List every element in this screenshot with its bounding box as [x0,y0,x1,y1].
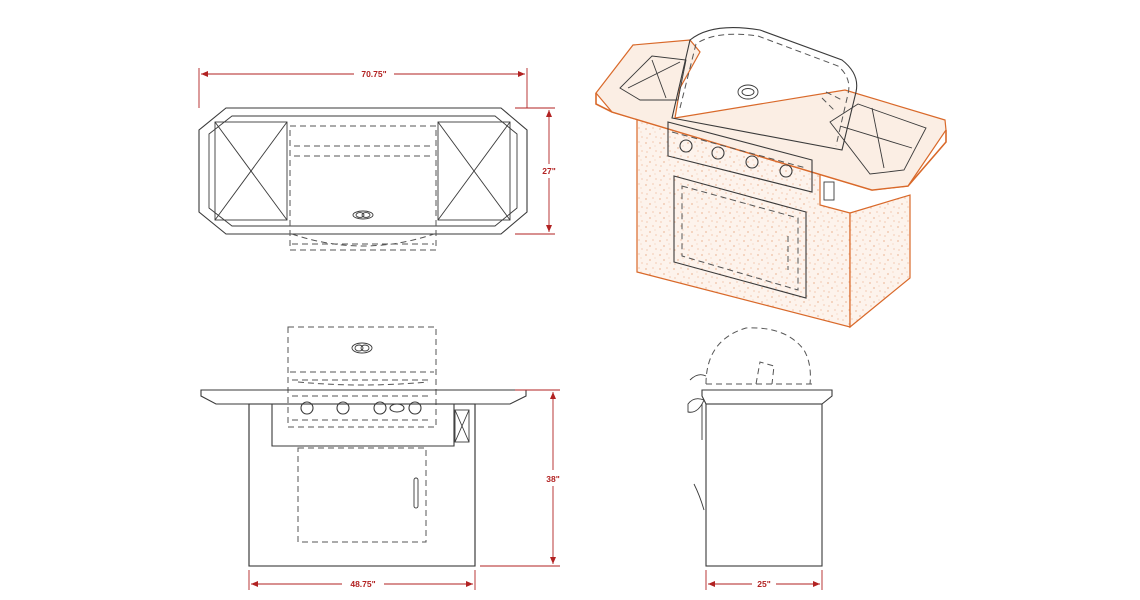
side-view: 25" [687,327,833,590]
access-door [681,185,799,291]
grill-logo-iso [737,84,759,100]
side-countertop [701,389,833,405]
width-dimension: 70.75" [198,68,528,108]
access-door-frame [673,175,807,299]
front-countertop [200,389,527,405]
knob-3 [745,155,759,169]
depth-dimension-label: 27" [542,166,556,176]
knob-1 [679,139,693,153]
control-panel [667,121,813,193]
left-tile-inset [214,121,288,221]
base-depth-dimension: 25" [705,570,823,590]
front-grill-logo [351,342,373,354]
base-depth-dimension-label: 25" [757,579,771,589]
left-tile-iso [619,55,687,101]
height-dimension-label: 38" [546,474,560,484]
right-tile-inset [437,121,511,221]
side-handle-iso [823,181,835,201]
front-side-burner [454,409,470,443]
base-width-dimension: 48.75" [248,570,476,590]
top-view: 70.75" 27" [198,68,556,251]
side-grill-hood [705,327,811,385]
front-access-door [297,447,427,543]
isometric-view [595,27,947,329]
grill-logo [352,210,374,220]
stucco-base-side [849,194,911,329]
front-knobs [300,401,422,415]
right-tile-iso [829,103,927,175]
countertop-outline [198,107,528,235]
depth-dimension: 27" [515,107,556,235]
side-base [705,403,823,567]
knob-2 [711,146,725,160]
grill-hood-top [289,125,437,251]
width-dimension-label: 70.75" [361,69,386,79]
knob-4 [779,164,793,178]
front-door-handle [413,477,419,509]
grill-hood [671,27,858,151]
base-width-dimension-label: 48.75" [350,579,375,589]
height-dimension: 38" [480,389,560,567]
front-view: 38" 48.75" [200,326,560,590]
control-knobs [679,139,793,178]
front-grill-hood [287,326,437,428]
